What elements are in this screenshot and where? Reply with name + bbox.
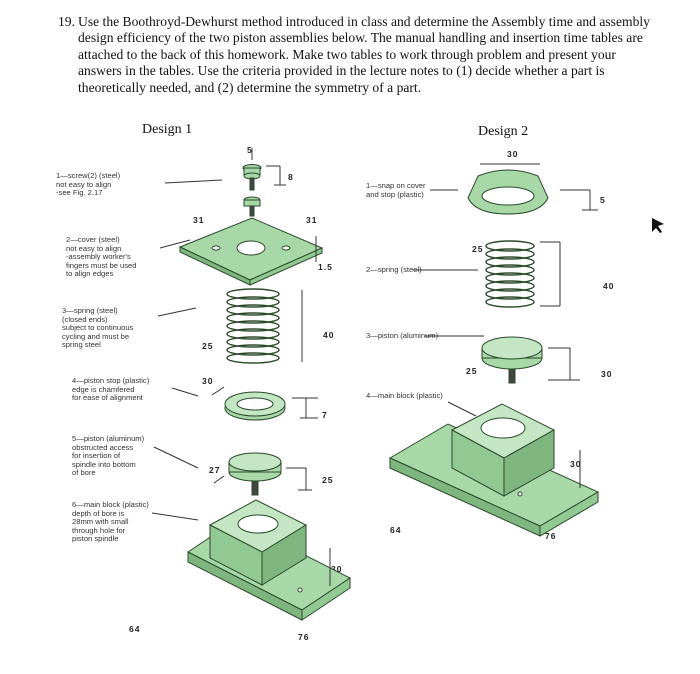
d2-dim-snap-d: 30 (507, 149, 519, 159)
design2-title: Design 2 (478, 124, 529, 139)
d1-dim-screw-head: 5 (247, 145, 253, 155)
d1-cover (178, 217, 324, 286)
d1-piston (228, 452, 312, 496)
d1-piston-stop (224, 391, 318, 421)
d1-dim-stop-t: 7 (322, 410, 328, 420)
d1-dim-spring-len: 40 (323, 330, 335, 340)
d1-dim-cover-t: 1.5 (318, 262, 333, 272)
cursor-icon (652, 218, 664, 233)
d2-dim-snap-h: 5 (600, 195, 606, 205)
d1-dim-block-w: 64 (129, 624, 141, 634)
d2-dim-spring-d: 25 (472, 244, 484, 254)
d1-dim-block-h: 30 (331, 564, 343, 574)
d2-dim-block-h: 30 (570, 459, 582, 469)
d1-dim-cover-w1: 31 (193, 215, 205, 225)
d2-dim-block-w: 64 (390, 525, 402, 535)
d1-label-piston: 5—piston (aluminum) obstructed access fo… (72, 434, 145, 478)
d1-dim-stop-d: 30 (202, 376, 214, 386)
d1-dim-piston-d: 27 (209, 465, 221, 475)
d2-label-snap: 1—snap on cover and stop (plastic) (366, 181, 426, 199)
d1-label-stop: 4—piston stop (plastic) edge is chamfere… (72, 376, 150, 403)
d1-main-block (187, 499, 351, 621)
d2-piston (481, 336, 580, 384)
d1-screw (242, 148, 286, 217)
d2-leader-lines (413, 189, 484, 417)
d1-label-screw: 1—screw(2) (steel) not easy to align -se… (56, 171, 121, 198)
d1-dim-cover-w2: 31 (306, 215, 318, 225)
design1-title: Design 1 (142, 122, 193, 137)
d2-spring (485, 240, 561, 308)
d2-dim-piston-len: 30 (601, 369, 613, 379)
d2-snap-cover (467, 163, 598, 215)
d1-spring (226, 288, 303, 364)
d2-dim-block-l: 76 (545, 531, 557, 541)
problem-text: Use the Boothroyd-Dewhurst method introd… (78, 14, 650, 95)
d1-dim-spring-d: 25 (202, 341, 214, 351)
d1-dim-piston-len: 25 (322, 475, 334, 485)
d1-label-cover: 2—cover (steel) not easy to align -assem… (66, 235, 137, 279)
d2-label-block: 4—main block (plastic) (366, 391, 443, 400)
d1-label-block: 6—main block (plastic) depth of bore is … (72, 500, 149, 544)
d2-dim-piston-d: 25 (466, 366, 478, 376)
d2-label-piston: 3—piston (aluminum) (366, 331, 439, 340)
d1-dim-block-l: 76 (298, 632, 310, 642)
problem-number: 19. (58, 14, 75, 29)
d2-main-block (388, 403, 600, 537)
d1-dim-screw-len: 8 (288, 172, 294, 182)
d2-label-spring: 2—spring (steel) (366, 265, 422, 274)
problem-statement: 19. Use the Boothroyd-Dewhurst method in… (58, 14, 658, 96)
d2-dim-spring-len: 40 (603, 281, 615, 291)
d1-label-spring: 3—spring (steel) (closed ends) subject t… (62, 306, 134, 350)
d1-leader-lines (151, 179, 225, 521)
